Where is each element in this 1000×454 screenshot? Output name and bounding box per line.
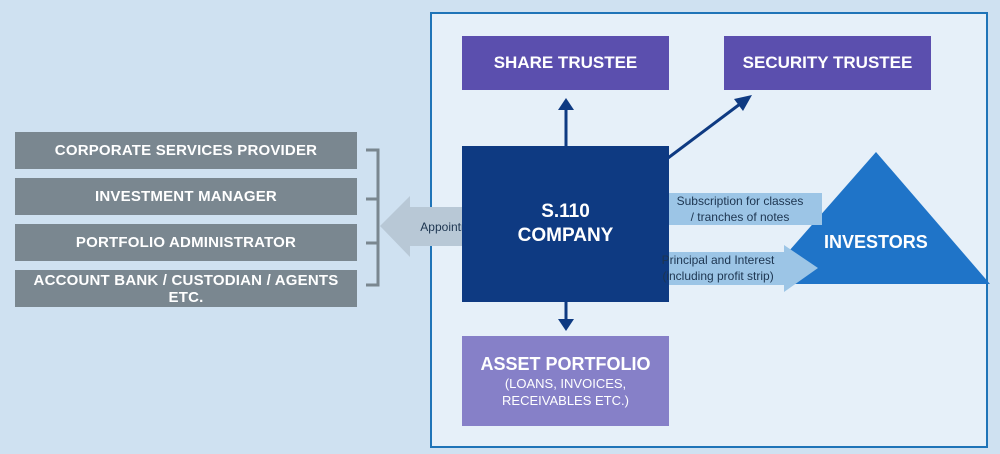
- asset-portfolio-title: ASSET PORTFOLIO: [480, 353, 651, 374]
- account-bank-label: ACCOUNT BANK / CUSTODIAN / AGENTS ETC.: [33, 271, 339, 306]
- investment-manager-box: INVESTMENT MANAGER: [15, 178, 357, 215]
- share-trustee-label: SHARE TRUSTEE: [493, 53, 638, 72]
- company-line1: S.110: [541, 201, 590, 222]
- corporate-services-provider-label: CORPORATE SERVICES PROVIDER: [54, 142, 318, 159]
- account-bank-box: ACCOUNT BANK / CUSTODIAN / AGENTS ETC.: [15, 270, 357, 307]
- investment-manager-label: INVESTMENT MANAGER: [95, 188, 277, 205]
- principal-arrow: [632, 245, 818, 292]
- asset-portfolio-box: ASSET PORTFOLIO (LOANS, INVOICES, RECEIV…: [462, 336, 669, 426]
- portfolio-administrator-label: PORTFOLIO ADMINISTRATOR: [75, 234, 297, 251]
- principal-label: Principal and Interest (including profit…: [640, 252, 796, 284]
- arrowhead-security: [734, 95, 752, 111]
- security-trustee-box: SECURITY TRUSTEE: [724, 36, 931, 90]
- subscription-line1: Subscription for classes: [676, 194, 804, 208]
- principal-line2: (including profit strip): [662, 269, 774, 283]
- share-trustee-box: SHARE TRUSTEE: [462, 36, 669, 90]
- investors-triangle: [760, 152, 990, 284]
- company-line2: COMPANY: [517, 225, 614, 246]
- roles-bracket: [366, 148, 380, 287]
- investors-label: INVESTORS: [824, 232, 928, 252]
- arrow-to-security-trustee: [667, 102, 741, 160]
- arrowhead-asset: [558, 319, 574, 331]
- portfolio-administrator-box: PORTFOLIO ADMINISTRATOR: [15, 224, 357, 261]
- security-trustee-label: SECURITY TRUSTEE: [742, 53, 913, 72]
- subscription-arrow: [634, 186, 822, 232]
- subscription-line2: / tranches of notes: [690, 210, 790, 224]
- asset-portfolio-line3: RECEIVABLES ETC.): [502, 392, 629, 408]
- arrowhead-share: [558, 98, 574, 110]
- principal-line1: Principal and Interest: [661, 253, 775, 267]
- s110-company-box: S.110 COMPANY: [462, 146, 669, 302]
- subscription-label: Subscription for classes / tranches of n…: [654, 193, 826, 225]
- asset-portfolio-line2: (LOANS, INVOICES,: [504, 375, 627, 391]
- corporate-services-provider-box: CORPORATE SERVICES PROVIDER: [15, 132, 357, 169]
